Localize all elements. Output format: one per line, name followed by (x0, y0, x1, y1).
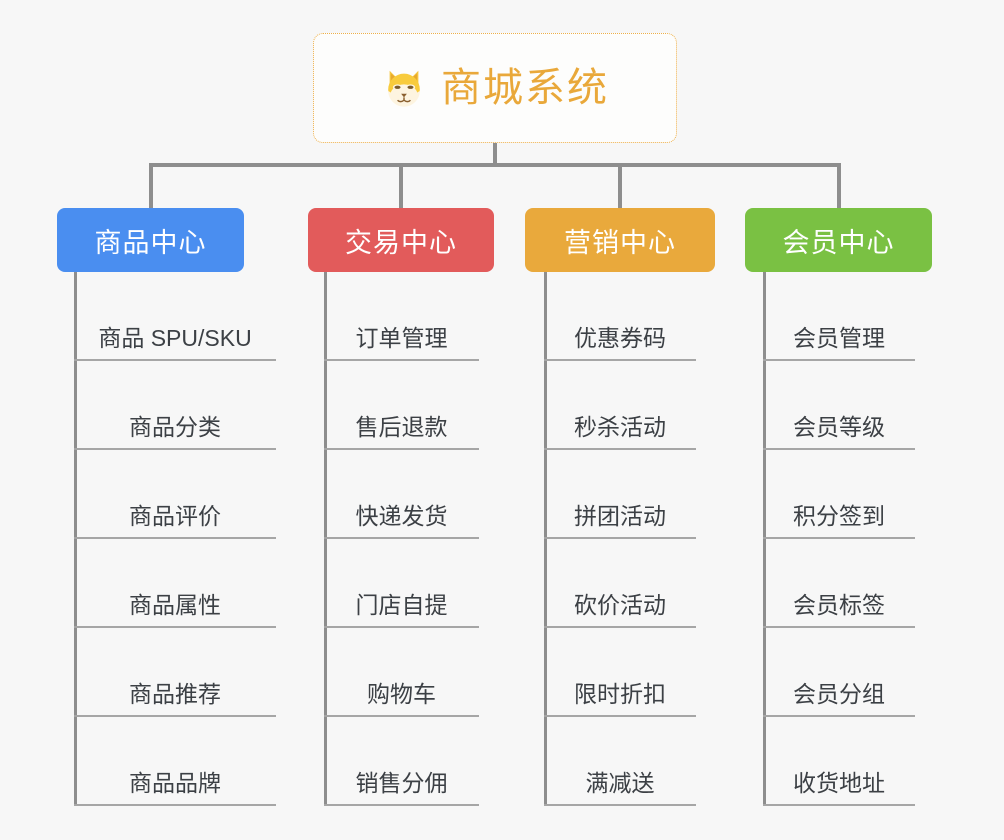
root-node[interactable]: 商城系统 (313, 33, 677, 143)
leaf-item-label: 快递发货 (355, 503, 448, 530)
leaf-item[interactable]: 商品品牌 (74, 717, 276, 806)
column-trunk-trade-center (324, 272, 327, 806)
leaf-item[interactable]: 会员标签 (763, 539, 915, 628)
leaf-item[interactable]: 秒杀活动 (544, 361, 696, 450)
leaf-item-label: 商品属性 (129, 592, 221, 619)
leaf-item-label: 商品评价 (129, 503, 221, 530)
leaf-item[interactable]: 售后退款 (324, 361, 479, 450)
category-box-product-center[interactable]: 商品中心 (57, 208, 244, 272)
leaf-item[interactable]: 会员等级 (763, 361, 915, 450)
leaf-item[interactable]: 限时折扣 (544, 628, 696, 717)
drop-connector-marketing-center (618, 163, 622, 208)
leaf-item-label: 会员分组 (793, 681, 885, 708)
category-box-member-center[interactable]: 会员中心 (745, 208, 932, 272)
leaf-item-label: 限时折扣 (574, 681, 666, 708)
leaf-item-label: 会员管理 (793, 325, 885, 352)
category-box-trade-center[interactable]: 交易中心 (308, 208, 494, 272)
leaf-item-label: 优惠券码 (574, 325, 666, 352)
leaf-item[interactable]: 销售分佣 (324, 717, 479, 806)
leaf-item-label: 满减送 (585, 770, 655, 797)
leaf-item[interactable]: 购物车 (324, 628, 479, 717)
leaf-item[interactable]: 商品推荐 (74, 628, 276, 717)
shiba-dog-icon (388, 70, 420, 107)
leaf-item-label: 售后退款 (355, 414, 448, 441)
horizontal-bus-connector (150, 163, 840, 167)
leaf-item[interactable]: 快递发货 (324, 450, 479, 539)
leaf-item[interactable]: 砍价活动 (544, 539, 696, 628)
leaf-item[interactable]: 商品评价 (74, 450, 276, 539)
leaf-item[interactable]: 订单管理 (324, 272, 479, 361)
leaf-item-label: 收货地址 (793, 770, 885, 797)
column-trunk-member-center (763, 272, 766, 806)
category-title-marketing-center: 营销中心 (564, 227, 676, 258)
category-title-trade-center: 交易中心 (345, 227, 457, 258)
drop-connector-member-center (836, 163, 841, 208)
leaf-item[interactable]: 拼团活动 (544, 450, 696, 539)
leaf-item[interactable]: 商品分类 (74, 361, 276, 450)
leaf-item[interactable]: 会员管理 (763, 272, 915, 361)
leaf-item-label: 秒杀活动 (574, 414, 666, 441)
leaf-item-label: 商品推荐 (129, 681, 221, 708)
leaf-item-label: 积分签到 (793, 503, 885, 530)
leaf-item[interactable]: 商品属性 (74, 539, 276, 628)
leaf-item[interactable]: 门店自提 (324, 539, 479, 628)
leaf-item-label: 销售分佣 (355, 770, 448, 797)
leaf-item[interactable]: 积分签到 (763, 450, 915, 539)
leaf-item-label: 商品 SPU/SKU (98, 325, 252, 352)
leaf-item-label: 商品品牌 (129, 770, 221, 797)
leaf-item[interactable]: 优惠券码 (544, 272, 696, 361)
drop-connector-trade-center (399, 163, 403, 208)
category-title-product-center: 商品中心 (94, 227, 207, 258)
category-title-member-center: 会员中心 (782, 227, 895, 258)
leaf-item-label: 购物车 (367, 681, 436, 708)
leaf-item-label: 订单管理 (355, 325, 448, 352)
root-stem-connector (493, 143, 497, 165)
column-trunk-marketing-center (544, 272, 547, 806)
category-box-marketing-center[interactable]: 营销中心 (525, 208, 715, 272)
column-trunk-product-center (74, 272, 77, 806)
leaf-item[interactable]: 商品 SPU/SKU (74, 272, 276, 361)
leaf-item[interactable]: 满减送 (544, 717, 696, 806)
leaf-item-label: 门店自提 (355, 592, 448, 619)
leaf-item[interactable]: 收货地址 (763, 717, 915, 806)
leaf-item-label: 会员等级 (793, 414, 885, 441)
leaf-item-label: 砍价活动 (574, 592, 666, 619)
leaf-item-label: 拼团活动 (574, 503, 666, 530)
drop-connector-product-center (148, 163, 153, 208)
leaf-item[interactable]: 会员分组 (763, 628, 915, 717)
root-title: 商城系统 (441, 66, 609, 110)
leaf-item-label: 会员标签 (793, 592, 885, 619)
leaf-item-label: 商品分类 (129, 414, 221, 441)
